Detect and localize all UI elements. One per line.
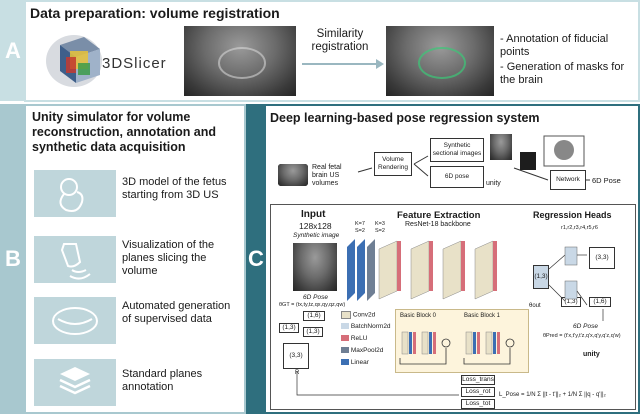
panel-b-letter-bar: B — [0, 104, 26, 414]
basic-block-1-label: Basic Block 1 — [464, 313, 501, 319]
legend-swatch-relu — [341, 335, 349, 342]
fetus-icon-box — [34, 170, 116, 217]
dim-label-3: (1,3) — [303, 327, 323, 337]
brain-mask-icon-box — [34, 297, 116, 344]
similarity-registration-label: Similarity registration — [311, 28, 369, 53]
rh-dim-2: (3,3) — [589, 247, 615, 269]
registration-arrow-icon — [302, 59, 384, 69]
rh-connectors — [548, 246, 604, 321]
synthetic-thumbnail — [490, 134, 512, 160]
ultrasound-image-1 — [184, 26, 296, 96]
synthetic-images-box: Synthetic sectional images — [430, 138, 484, 162]
panel-b-frame — [24, 104, 246, 414]
layers-icon — [59, 367, 91, 395]
panel-b-item-2-text: Visualization of the planes slicing the … — [122, 239, 215, 277]
rh-dim-4: (1,6) — [589, 297, 611, 307]
fe-title: Feature Extraction — [397, 210, 481, 221]
flow-diagram: Real fetal brain US volumes Volume Rende… — [268, 128, 638, 200]
loss-tot: Loss_tot — [461, 399, 495, 409]
panel-a-title: Data preparation: volume registration — [30, 5, 280, 21]
theta-out-label: θout — [529, 303, 541, 309]
ultrasound-image-2 — [386, 26, 494, 96]
kernel-k2: K=3 — [375, 221, 385, 227]
real-volumes-label: Real fetal brain US volumes — [312, 164, 342, 187]
rh-pose-label: 6D Pose — [573, 323, 598, 330]
loss-formula: L_Pose = 1/N Σ ||t - t'||₂ + 1/N Σ ||q -… — [499, 392, 606, 398]
dim-label-2: (1,6) — [303, 311, 325, 321]
panel-b-item-4-text: Standard planes annotation — [122, 368, 203, 393]
input-pose-label: 6D Pose — [303, 294, 328, 301]
legend-label-batchnorm: BatchNorm2d — [350, 323, 391, 330]
layers-icon-box — [34, 359, 116, 406]
kernel-s2: S=2 — [375, 228, 385, 234]
legend-item-relu: ReLU — [341, 335, 367, 342]
legend-item-linear: Linear — [341, 359, 369, 366]
flow-arrows — [357, 135, 590, 181]
panel-a-letter-bar: A — [0, 0, 26, 101]
feature-layers — [347, 239, 497, 301]
rh-title: Regression Heads — [533, 210, 612, 220]
pose-output-label: 6D Pose — [592, 176, 621, 185]
loss-rot: Loss_rot — [461, 387, 495, 397]
panel-b-item-3-text: Automated generation of supervised data — [122, 300, 231, 325]
fe-sub: ResNet-18 backbone — [405, 221, 471, 228]
panel-a-bullet-2: - Generation of masks for the brain — [500, 61, 625, 86]
slicer-logo: 3DSlicer — [40, 27, 180, 91]
rh-top-label: r1,r2,r3,r4,r5,r6 — [561, 225, 598, 231]
dim-label-1: (1,3) — [279, 323, 299, 333]
probe-icon-box — [34, 236, 116, 283]
panel-b-letter: B — [5, 246, 21, 271]
legend-swatch-maxpool — [341, 347, 349, 354]
fetus-icon — [59, 178, 84, 212]
input-synthetic-image — [293, 243, 337, 291]
unity-flow-label: unity — [486, 180, 501, 187]
kernel-s1: S=2 — [355, 228, 365, 234]
panel-a-letter: A — [5, 37, 21, 63]
input-theta: θGT = (tx,ty,tz,qx,qy,qz,qw) — [279, 302, 346, 308]
slicer-cube-icon — [46, 35, 102, 87]
network-box: Network — [550, 170, 586, 190]
network-detail: Input 128x128 Synthetic image 6D Pose θG… — [270, 204, 636, 410]
basic-blocks-area: Basic Block 0 Basic Block 1 — [395, 309, 529, 373]
legend-label-linear: Linear — [350, 359, 369, 366]
rh-dim-1: (1,3) — [533, 265, 549, 289]
unity-net-label: unity — [583, 351, 600, 358]
kernel-k1: K=7 — [355, 221, 365, 227]
panel-c-frame — [246, 104, 640, 414]
legend-swatch-batchnorm — [341, 323, 349, 330]
legend-swatch-linear — [341, 359, 349, 366]
real-volume-thumbnail — [278, 164, 308, 186]
panel-a-frame — [24, 0, 640, 102]
panel-c-title: Deep learning-based pose regression syst… — [270, 111, 540, 125]
legend-label-conv2d: Conv2d — [352, 311, 376, 319]
input-sub: Synthetic image — [293, 232, 340, 239]
legend-label-maxpool: MaxPool2d — [350, 347, 384, 354]
input-title: Input — [301, 209, 326, 220]
volume-rendering-box: Volume Rendering — [374, 152, 412, 176]
ultrasound-probe-icon — [60, 243, 91, 280]
theta-pred-label: θPred = (t'x,t'y,t'z,q'x,q'y,q'z,q'w) — [543, 333, 621, 339]
pose-box: 6D pose — [430, 166, 484, 188]
legend-swatch-conv2d — [341, 311, 351, 319]
basic-block-0-label: Basic Block 0 — [400, 313, 437, 319]
layer-legend: Conv2d BatchNorm2d ReLU MaxPool2d Linear — [341, 311, 411, 375]
loss-trans: Loss_trans — [461, 375, 495, 385]
panel-b-item-1-text: 3D model of the fetus starting from 3D U… — [122, 176, 227, 201]
panel-b-title: Unity simulator for volume reconstructio… — [32, 110, 217, 154]
panel-c-letter: C — [248, 246, 264, 271]
conv-layer-stack — [347, 239, 497, 301]
loss-connector — [296, 371, 459, 396]
basic-blocks-diagram — [399, 331, 515, 365]
legend-item-conv2d: Conv2d — [341, 311, 375, 319]
panel-c-letter-bar: C — [246, 104, 266, 414]
brain-mask-icon — [52, 307, 98, 335]
legend-item-batchnorm: BatchNorm2d — [341, 323, 391, 330]
legend-label-relu: ReLU — [350, 335, 368, 342]
slicer-logo-text: 3DSlicer — [102, 55, 167, 72]
legend-item-maxpool: MaxPool2d — [341, 347, 383, 354]
input-size: 128x128 — [299, 221, 332, 231]
panel-a-bullet-1: - Annotation of fiducial points — [500, 33, 609, 58]
dim-label-4: (3,3) — [283, 343, 309, 369]
